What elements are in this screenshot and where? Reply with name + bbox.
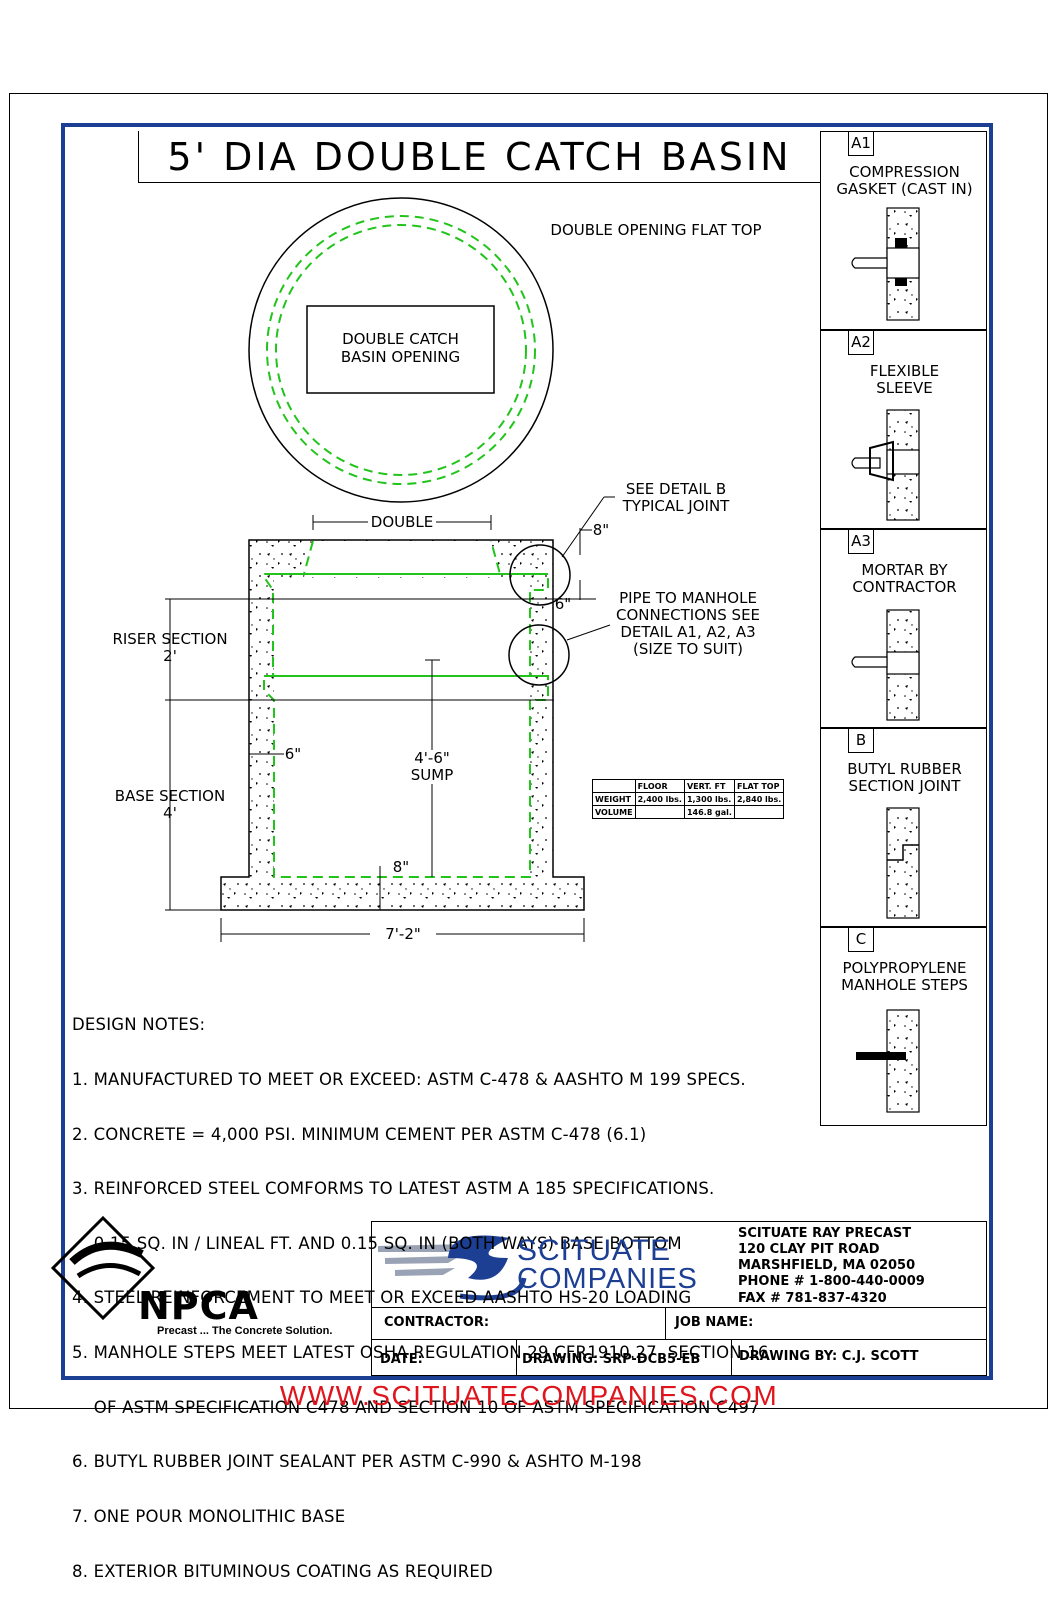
- note-item: 0.15 SQ. IN / LINEAL FT. AND 0.15 SQ. IN…: [72, 1233, 682, 1253]
- table-header: VERT. FT: [683, 779, 735, 793]
- riser-label-2: 2': [163, 647, 177, 665]
- top-8in-label: 8": [592, 521, 610, 539]
- section-view: [165, 496, 615, 942]
- table-cell: 2,840 lbs.: [733, 792, 785, 806]
- scituate-logo-line2: COMPANIES: [517, 1263, 698, 1295]
- see-detail-b-1: SEE DETAIL B: [625, 480, 727, 498]
- top-view: [248, 197, 554, 503]
- table-cell: 2,400 lbs.: [634, 792, 685, 806]
- sheet-border: [61, 123, 993, 1380]
- note-item: 5. MANHOLE STEPS MEET LATEST OSHA REGULA…: [72, 1343, 769, 1363]
- note-item: 3. REINFORCED STEEL COMFORMS TO LATEST A…: [72, 1179, 715, 1199]
- table-cell: [634, 805, 685, 819]
- note-item: 6. BUTYL RUBBER JOINT SEALANT PER ASTM C…: [72, 1452, 642, 1472]
- title-block-divider: [371, 1339, 987, 1340]
- job-name-label: JOB NAME:: [675, 1315, 754, 1330]
- detail-tag: C: [848, 928, 874, 952]
- scituate-logo-swoosh: [378, 1235, 527, 1301]
- detail-a3: A3 MORTAR BY CONTRACTOR: [820, 529, 987, 728]
- company-address-1: 120 CLAY PIT ROAD: [738, 1242, 880, 1257]
- wall-6in-label: 6": [284, 745, 302, 763]
- table-header: [592, 779, 636, 793]
- joint-6in-label: 6": [554, 595, 572, 613]
- title-block-divider: [371, 1307, 987, 1308]
- company-address-2: MARSHFIELD, MA 02050: [738, 1258, 916, 1273]
- npca-tagline: Precast ... The Concrete Solution.: [157, 1325, 333, 1337]
- drawing-number: DRAWING: SRP-DCB5-EB: [522, 1352, 701, 1367]
- top-view-label: DOUBLE OPENING FLAT TOP: [550, 221, 762, 239]
- detail-title-1: MORTAR BY: [861, 561, 948, 579]
- base-label-1: BASE SECTION: [114, 787, 226, 805]
- double-dim-label: DOUBLE: [368, 514, 436, 531]
- sump-label-2: SUMP: [392, 767, 472, 784]
- detail-c: C POLYPROPYLENE MANHOLE STEPS: [820, 927, 987, 1126]
- floor-8in-label: 8": [392, 858, 410, 876]
- sump-label-1: 4'-6": [392, 750, 472, 767]
- detail-title-2: GASKET (CAST IN): [836, 180, 973, 198]
- detail-title-2: CONTRACTOR: [852, 578, 957, 596]
- detail-tag: B: [848, 729, 874, 753]
- riser-label-1: RISER SECTION: [112, 630, 228, 648]
- title-block: [371, 1221, 987, 1376]
- table-header: FLAT TOP: [733, 779, 785, 793]
- opening-label-2: BASIN OPENING: [340, 348, 461, 366]
- company-phone: PHONE # 1-800-440-0009: [738, 1274, 925, 1289]
- pipe-note-2: CONNECTIONS SEE: [615, 606, 761, 624]
- detail-drawings: [851, 207, 920, 1113]
- detail-b: B BUTYL RUBBER SECTION JOINT: [820, 728, 987, 927]
- detail-tag: A2: [848, 331, 874, 355]
- base-label-2: 4': [163, 804, 177, 822]
- pipe-note-4: (SIZE TO SUIT): [633, 640, 743, 658]
- table-cell: WEIGHT: [592, 792, 636, 806]
- detail-title-1: COMPRESSION: [849, 163, 960, 181]
- detail-tag: A3: [848, 530, 874, 554]
- table-header: FLOOR: [634, 779, 685, 793]
- note-item: 8. EXTERIOR BITUMINOUS COATING AS REQUIR…: [72, 1561, 493, 1581]
- title-block-divider: [516, 1339, 517, 1376]
- note-item: 7. ONE POUR MONOLITHIC BASE: [72, 1506, 346, 1526]
- contractor-label: CONTRACTOR:: [384, 1315, 490, 1330]
- table-cell: 1,300 lbs.: [683, 792, 735, 806]
- detail-a2: A2 FLEXIBLE SLEEVE: [820, 330, 987, 529]
- detail-title-1: POLYPROPYLENE: [842, 959, 967, 977]
- title-box: [138, 131, 821, 183]
- note-item: 1. MANUFACTURED TO MEET OR EXCEED: ASTM …: [72, 1070, 746, 1090]
- date-label: DATE:: [380, 1352, 423, 1367]
- table-cell: VOLUME: [592, 805, 636, 819]
- detail-title-1: FLEXIBLE: [869, 362, 940, 380]
- detail-title-2: SECTION JOINT: [848, 777, 961, 795]
- section-drawing: [50, 197, 920, 1321]
- opening-label-1: DOUBLE CATCH: [342, 330, 459, 348]
- scituate-logo-line1: SCITUATE: [517, 1234, 672, 1267]
- detail-title-1: BUTYL RUBBER: [847, 760, 962, 778]
- website-url[interactable]: WWW.SCITUATECOMPANIES.COM: [279, 1380, 779, 1411]
- pipe-note-1: PIPE TO MANHOLE: [619, 589, 757, 607]
- table-cell: [733, 805, 785, 819]
- pipe-note-3: DETAIL A1, A2, A3: [620, 623, 756, 641]
- detail-title-2: MANHOLE STEPS: [841, 976, 968, 994]
- company-name: SCITUATE RAY PRECAST: [738, 1226, 912, 1241]
- note-item: 4. STEEL REINFORCEMENT TO MEET OR EXCEED…: [72, 1288, 692, 1308]
- note-item: 2. CONCRETE = 4,000 PSI. MINIMUM CEMENT …: [72, 1124, 647, 1144]
- note-item: OF ASTM SPECIFICATION C478 AND SECTION 1…: [72, 1397, 760, 1417]
- weights-table: FLOOR VERT. FT FLAT TOP WEIGHT 2,400 lbs…: [592, 779, 785, 819]
- table-cell: 146.8 gal.: [683, 805, 735, 819]
- see-detail-b-2: TYPICAL JOINT: [622, 497, 730, 515]
- detail-panel: A1 COMPRESSION GASKET (CAST IN) A2 FLEXI…: [820, 131, 987, 1126]
- drawing-title: 5' DIA DOUBLE CATCH BASIN: [167, 135, 792, 179]
- outer-border: [9, 93, 1048, 1409]
- title-block-divider: [665, 1307, 666, 1339]
- company-fax: FAX # 781-837-4320: [738, 1291, 887, 1306]
- npca-wordmark: NPCA: [138, 1284, 259, 1328]
- width-label: 7'-2": [370, 926, 436, 943]
- npca-logo-mark: [50, 1215, 156, 1321]
- notes-heading: DESIGN NOTES:: [72, 1015, 206, 1035]
- detail-a1: A1 COMPRESSION GASKET (CAST IN): [820, 131, 987, 330]
- detail-tag: A1: [848, 132, 874, 156]
- title-block-divider: [731, 1339, 732, 1376]
- detail-title-2: SLEEVE: [876, 379, 933, 397]
- drawing-by: DRAWING BY: C.J. SCOTT: [739, 1349, 919, 1364]
